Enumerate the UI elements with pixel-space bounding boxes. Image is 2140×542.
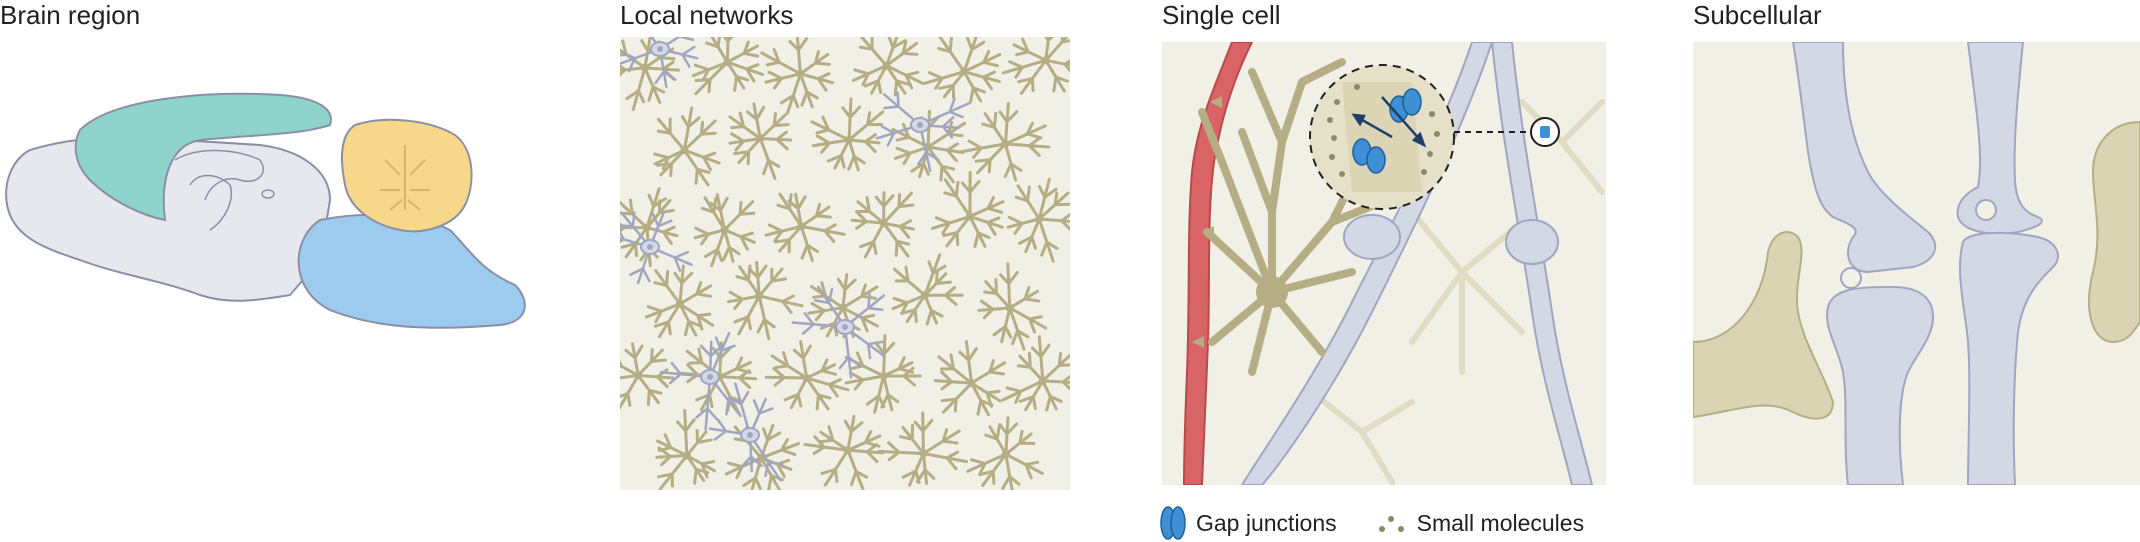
membrane-pit-left (1841, 268, 1861, 288)
panel-title-subcellular: Subcellular (1693, 0, 1822, 30)
gap-junction-icon (1160, 505, 1186, 541)
panel-single-cell: Single cell (1162, 0, 1622, 500)
zoom-target-junction (1540, 126, 1550, 138)
legend: Gap junctions Small molecules (1160, 505, 1624, 541)
sagittal-brain-illustration (0, 90, 540, 350)
spine-head-right (1506, 220, 1558, 264)
membrane-pit-right (1976, 200, 1996, 220)
single-cell-illustration (1162, 42, 1606, 485)
panel-local-networks: Local networks (620, 0, 1080, 500)
legend-item-gap-junctions: Gap junctions (1160, 505, 1337, 541)
legend-label-gap-junctions: Gap junctions (1196, 510, 1337, 537)
subcellular-illustration (1693, 42, 2140, 485)
astrocyte-process-right (2089, 122, 2140, 342)
legend-label-small-molecules: Small molecules (1417, 510, 1584, 537)
panel-title-local-networks: Local networks (620, 0, 793, 30)
panel-title-single-cell: Single cell (1162, 0, 1281, 30)
panel-brain-region: Brain region (0, 0, 560, 400)
panel-subcellular: Subcellular (1693, 0, 2140, 500)
small-molecules-icon (1377, 511, 1407, 535)
main-astrocyte-soma (1256, 276, 1288, 308)
local-network-illustration (620, 37, 1070, 490)
legend-item-small-molecules: Small molecules (1377, 510, 1584, 537)
spine-head-left (1344, 215, 1400, 259)
panel-title-brain-region: Brain region (0, 0, 140, 30)
